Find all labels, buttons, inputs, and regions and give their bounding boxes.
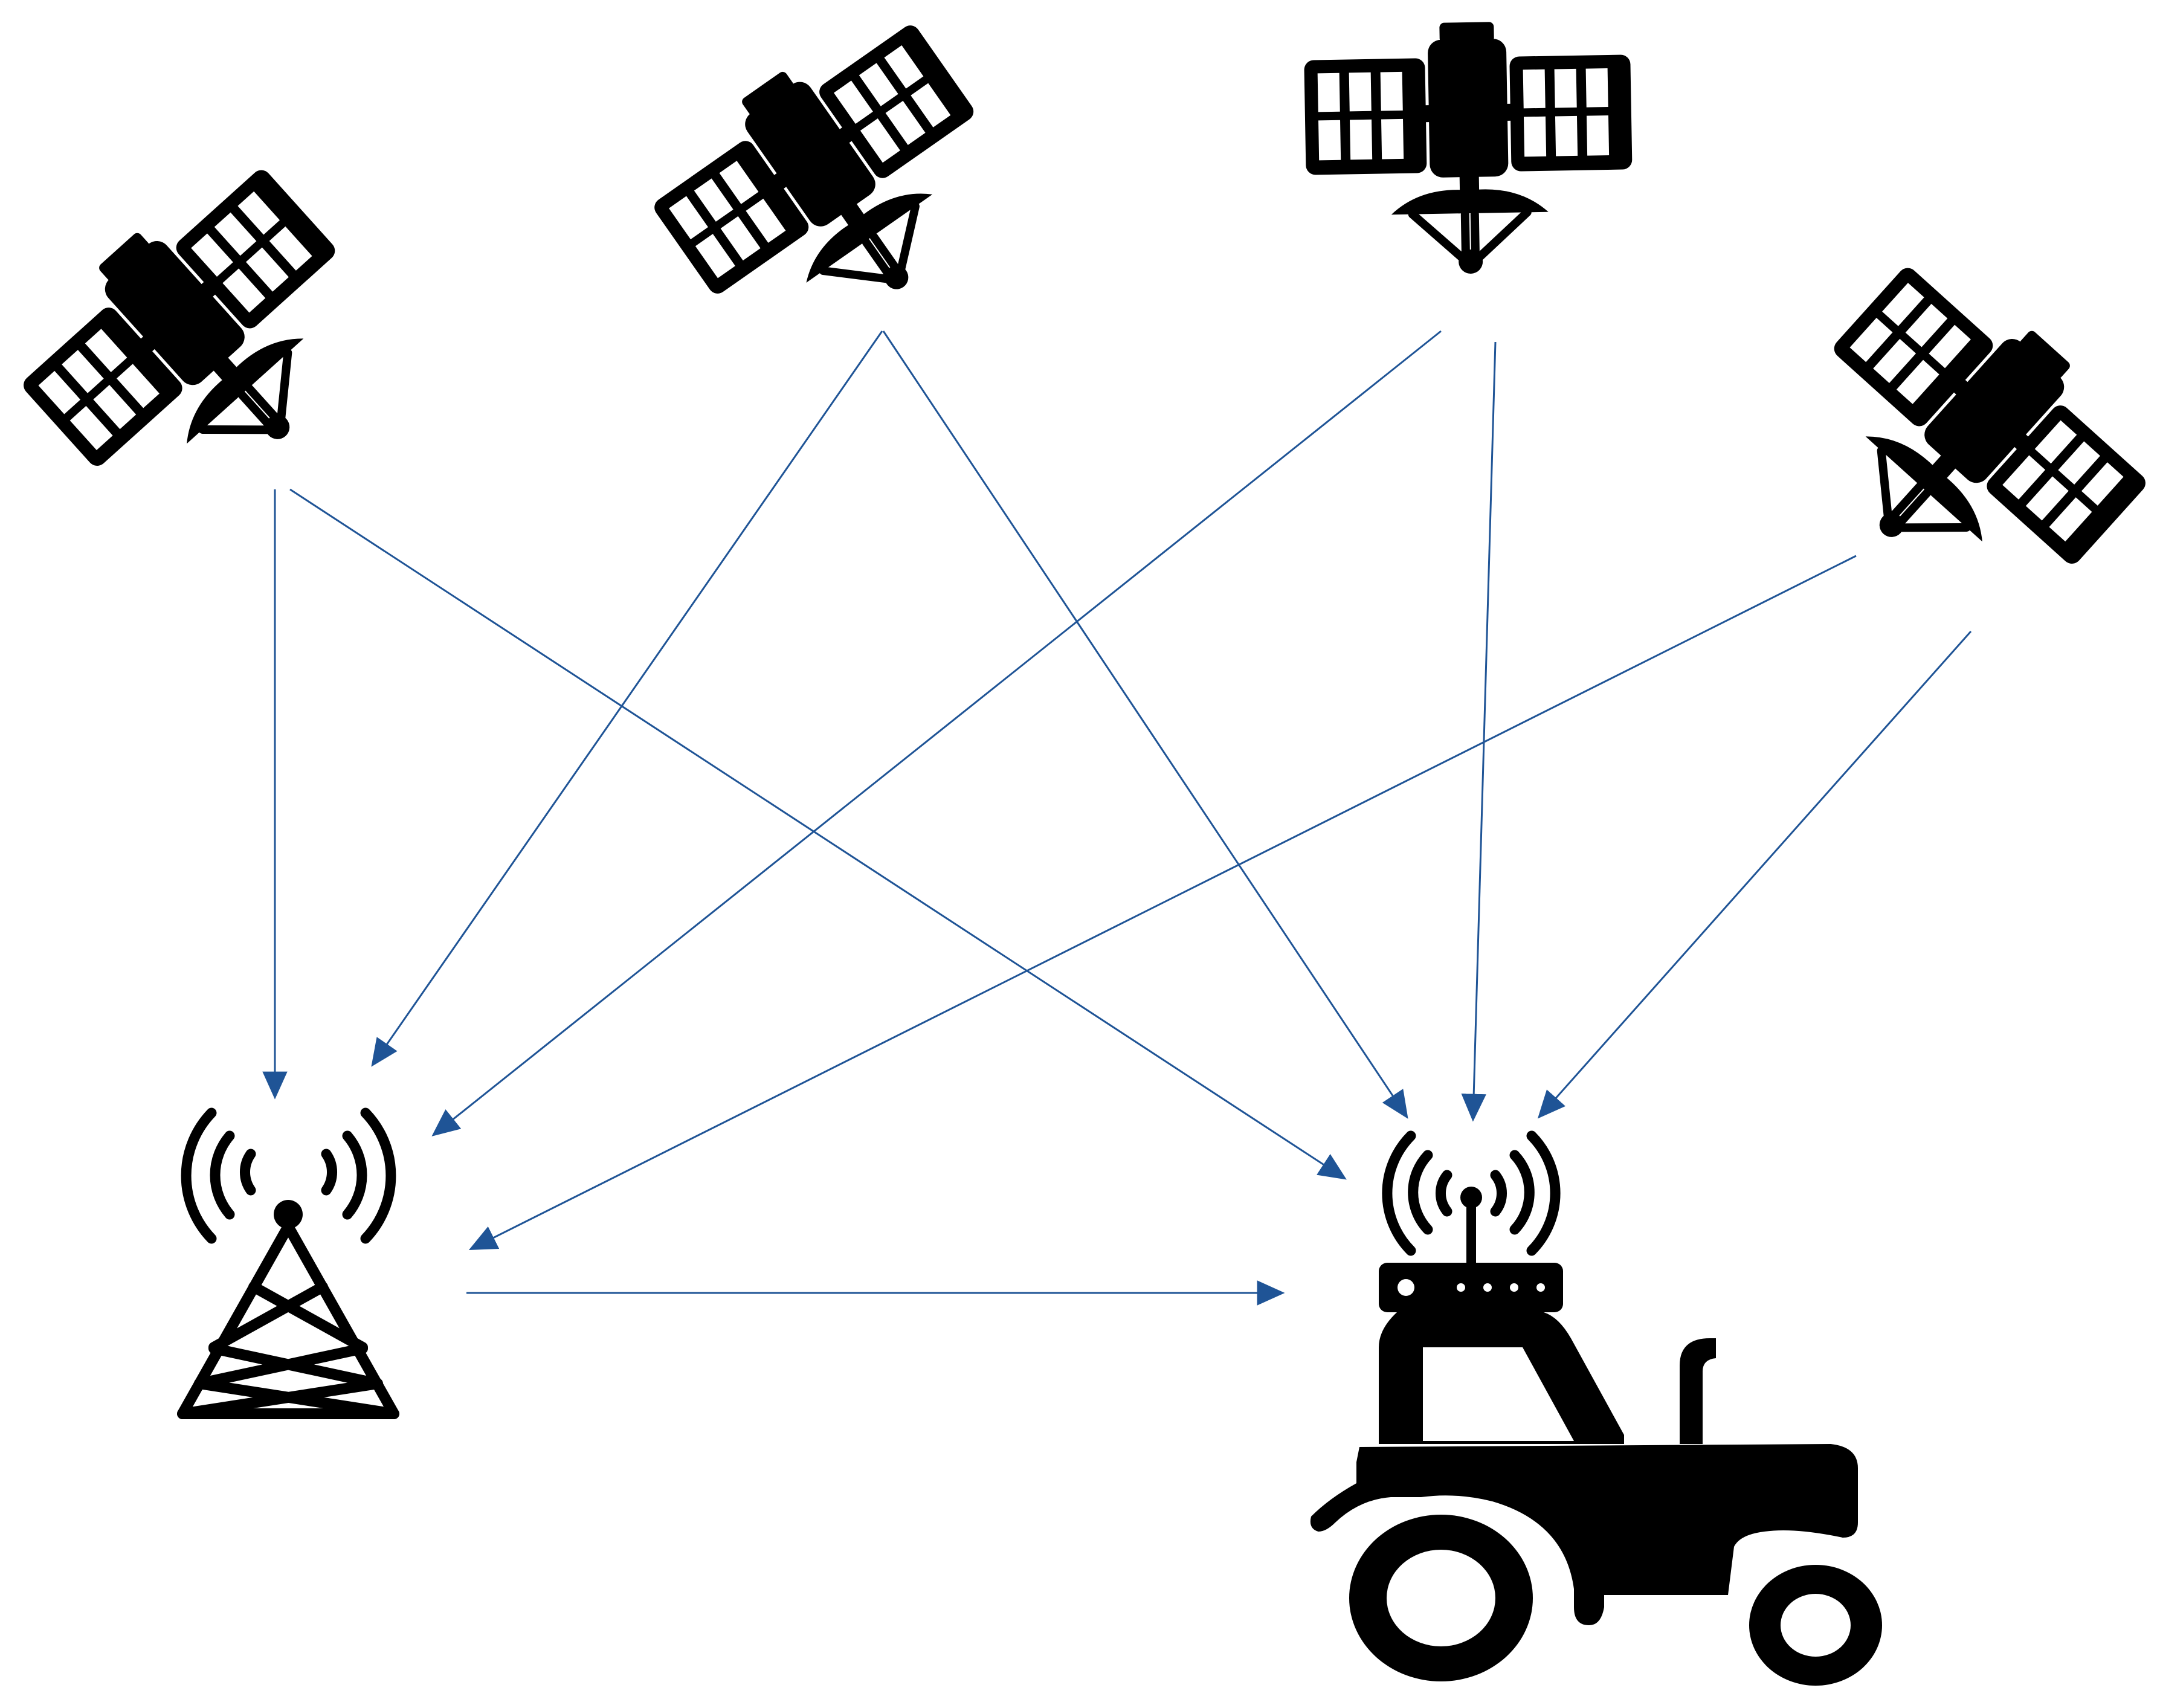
arrow-sat4-to-base [468, 555, 1857, 1251]
satellite-icon [631, 0, 1034, 379]
signal-arrows [262, 330, 1972, 1306]
signal-waves-icon [1382, 1130, 1561, 1256]
gnss-receiver [1379, 1263, 1563, 1312]
arrow-sat2-to-base [371, 330, 883, 1067]
cell-tower-icon [177, 1107, 399, 1419]
arrow-sat4-to-tractor [1537, 631, 1972, 1119]
satellite-icon [0, 140, 407, 545]
signal-waves-icon [181, 1107, 396, 1244]
satellite-icon [1303, 19, 1634, 276]
arrow-sat2-to-tractor [882, 330, 1408, 1119]
arrow-sat3-to-tractor [1461, 341, 1497, 1122]
arrow-sat1-to-tractor [289, 488, 1347, 1180]
tractor-icon [1310, 1130, 1882, 1686]
satellite-icon [1762, 238, 2160, 643]
arrow-sat3-to-base [431, 330, 1442, 1136]
